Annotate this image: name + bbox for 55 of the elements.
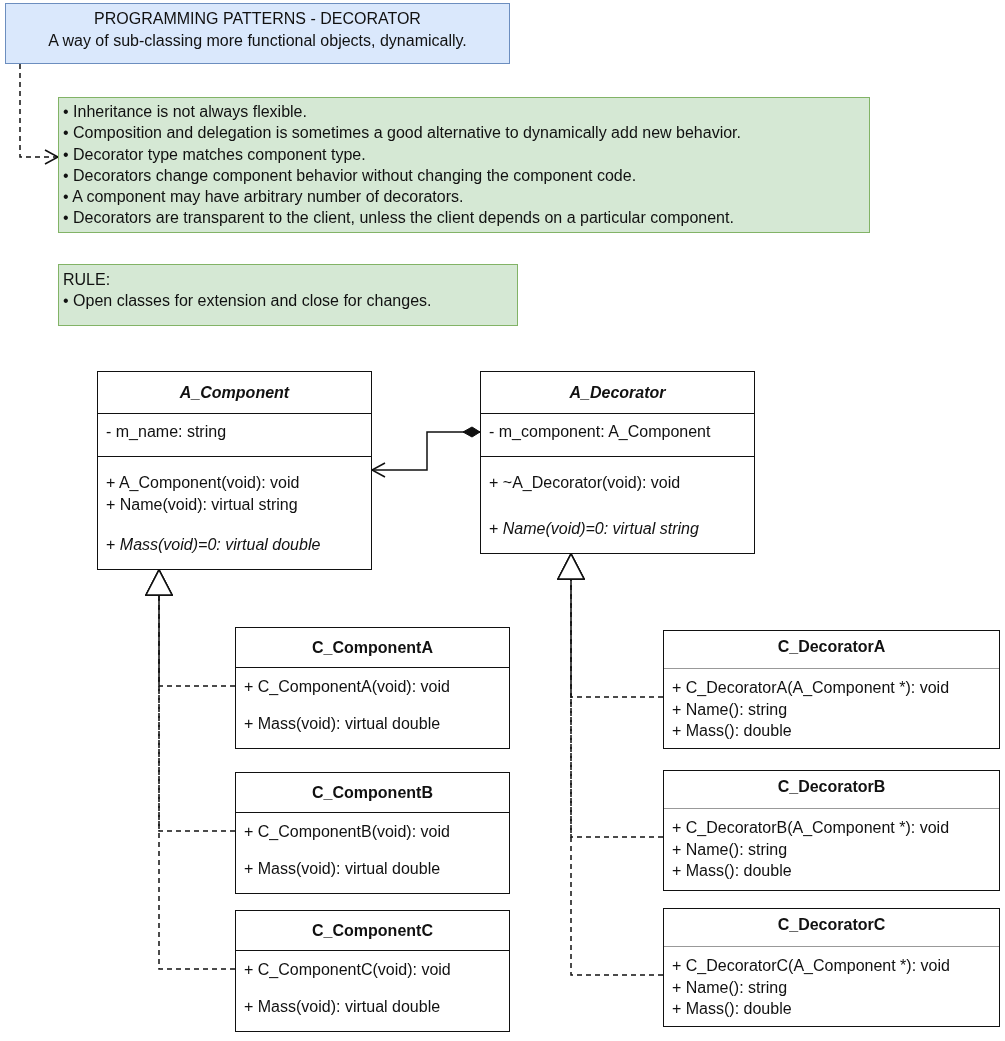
- class-name: C_DecoratorC: [777, 915, 886, 935]
- class-name: C_ComponentA: [312, 638, 433, 658]
- method-text: + C_DecoratorB(A_Component *): void: [672, 818, 950, 838]
- realization-arrow: [145, 569, 236, 970]
- method-text: + C_ComponentC(void): void: [244, 960, 451, 980]
- class-box: [235, 627, 510, 749]
- dependency-arrow: [19, 63, 59, 165]
- class-box: [235, 910, 510, 1032]
- method-text: + Name(): string: [672, 978, 788, 998]
- class-name: C_DecoratorB: [777, 777, 886, 797]
- method-text: + Name(void): virtual string: [106, 495, 298, 515]
- method-text: + Mass(void): virtual double: [244, 997, 441, 1017]
- method-text: + Mass(void): virtual double: [244, 714, 441, 734]
- method-text: + C_DecoratorA(A_Component *): void: [672, 678, 950, 698]
- class-box: [663, 770, 1000, 891]
- class-box: [663, 630, 1000, 749]
- class-box: [480, 371, 755, 554]
- method-text: + ~A_Decorator(void): void: [489, 473, 681, 493]
- note-text: • Inheritance is not always flexible.: [63, 102, 307, 122]
- method-text: + Mass(): double: [672, 861, 792, 881]
- note-text: • Decorators change component behavior without changing the component code.: [63, 166, 637, 186]
- method-text: + Name(): string: [672, 840, 788, 860]
- realization-arrow: [557, 553, 664, 976]
- note-text: • Decorators are transparent to the client, unless the client depends on a particular component.: [63, 208, 734, 228]
- method-text: + Mass(void)=0: virtual double: [106, 535, 321, 555]
- note-box: [58, 97, 870, 233]
- class-name: C_DecoratorA: [777, 637, 886, 657]
- note-box: [5, 3, 510, 64]
- method-text: + A_Component(void): void: [106, 473, 300, 493]
- class-box: [663, 908, 1000, 1027]
- class-box: [235, 772, 510, 894]
- composition-arrow: [371, 426, 481, 478]
- note-box: [58, 264, 518, 326]
- class-name: C_ComponentC: [312, 921, 433, 941]
- note-text: RULE:: [63, 270, 111, 290]
- note-text: • Composition and delegation is sometimes a good alternative to dynamically add new behavior.: [63, 123, 741, 143]
- class-name: A_Decorator: [569, 383, 666, 403]
- attribute-text: - m_name: string: [106, 422, 227, 442]
- note-text: • Open classes for extension and close for changes.: [63, 291, 432, 311]
- method-text: + Mass(): double: [672, 999, 792, 1019]
- method-text: + Name(void)=0: virtual string: [489, 519, 699, 539]
- attribute-text: - m_component: A_Component: [489, 422, 711, 442]
- method-text: + Name(): string: [672, 700, 788, 720]
- note-text: • Decorator type matches component type.: [63, 145, 366, 165]
- class-box: [97, 371, 372, 570]
- note-text: A way of sub-classing more functional objects, dynamically.: [48, 31, 467, 51]
- note-text: PROGRAMMING PATTERNS - DECORATOR: [94, 9, 421, 29]
- method-text: + C_DecoratorC(A_Component *): void: [672, 956, 950, 976]
- note-text: • A component may have arbitrary number of decorators.: [63, 187, 464, 207]
- method-text: + C_ComponentB(void): void: [244, 822, 450, 842]
- method-text: + Mass(void): virtual double: [244, 859, 441, 879]
- class-name: A_Component: [179, 383, 290, 403]
- method-text: + C_ComponentA(void): void: [244, 677, 450, 697]
- method-text: + Mass(): double: [672, 721, 792, 741]
- class-name: C_ComponentB: [312, 783, 433, 803]
